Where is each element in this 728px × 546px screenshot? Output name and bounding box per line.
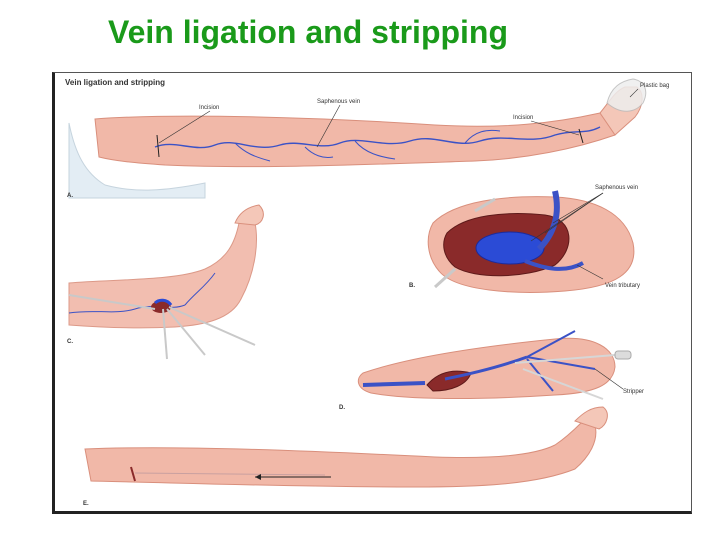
leader-vein-tributary [576, 264, 604, 280]
hemostats-c [68, 294, 256, 360]
incision-c [151, 301, 171, 313]
foot-e [574, 406, 608, 430]
incision-mark-ankle [578, 128, 584, 144]
foot-c [234, 204, 264, 226]
leader-saphenous-top [316, 104, 341, 148]
illustration-canvas: Vein ligation and stripping Incision Sap… [65, 78, 669, 507]
label-incision-left: Incision [199, 105, 219, 111]
plastic-bag [606, 78, 647, 112]
exposed-vein-c [153, 298, 173, 306]
figure-header: Vein ligation and stripping [65, 78, 165, 87]
stripper-wire-d [514, 354, 616, 400]
leader-saphenous-b-1 [552, 192, 604, 224]
vein-d-proximal [362, 381, 426, 387]
femoral-vein-b [475, 231, 545, 265]
panel-letter-b: B. [409, 283, 415, 289]
panel-letter-a: A. [67, 193, 73, 199]
label-saphenous-vein-top: Saphenous vein [317, 99, 360, 105]
stripper-head [614, 350, 632, 360]
label-saphenous-vein-b: Saphenous vein [595, 185, 638, 191]
leader-incision-left [158, 110, 211, 144]
leader-stripper [594, 368, 624, 390]
panel-letter-d: D. [339, 405, 345, 411]
label-incision-right: Incision [513, 115, 533, 121]
leg-e [84, 422, 597, 488]
vein-tributary-b [524, 259, 584, 271]
panel-a: Incision Saphenous vein Incision Plastic… [67, 78, 669, 199]
label-plastic-bag: Plastic bag [640, 83, 669, 89]
saphenous-vein-d [444, 355, 528, 381]
incision-e [130, 466, 136, 482]
panel-d: Stripper D. [339, 330, 644, 411]
panel-letter-c: C. [67, 339, 73, 345]
leg-a [94, 92, 634, 168]
arrow-head-e [255, 474, 261, 480]
panel-e: E. [83, 406, 608, 507]
slide-title: Vein ligation and stripping [108, 14, 509, 50]
panel-b: Saphenous vein Vein tributary B. [409, 185, 640, 293]
vein-tributaries-a [234, 129, 501, 162]
panel-c: C. [67, 204, 264, 360]
medical-illustration: Vein ligation and stripping Incision Sap… [52, 72, 692, 514]
incision-mark-groin [156, 134, 160, 158]
surgical-drape [68, 122, 206, 199]
label-vein-tributary: Vein tributary [605, 283, 640, 289]
leader-saphenous-b-3 [530, 192, 604, 242]
leader-plastic-bag [629, 88, 639, 98]
label-stripper: Stripper [623, 389, 644, 395]
leader-incision-right [530, 120, 580, 136]
retractors-b [433, 197, 496, 289]
saphenous-vein-a [154, 126, 601, 149]
stripped-vein-path [134, 472, 326, 476]
panel-letter-e: E. [83, 501, 89, 507]
